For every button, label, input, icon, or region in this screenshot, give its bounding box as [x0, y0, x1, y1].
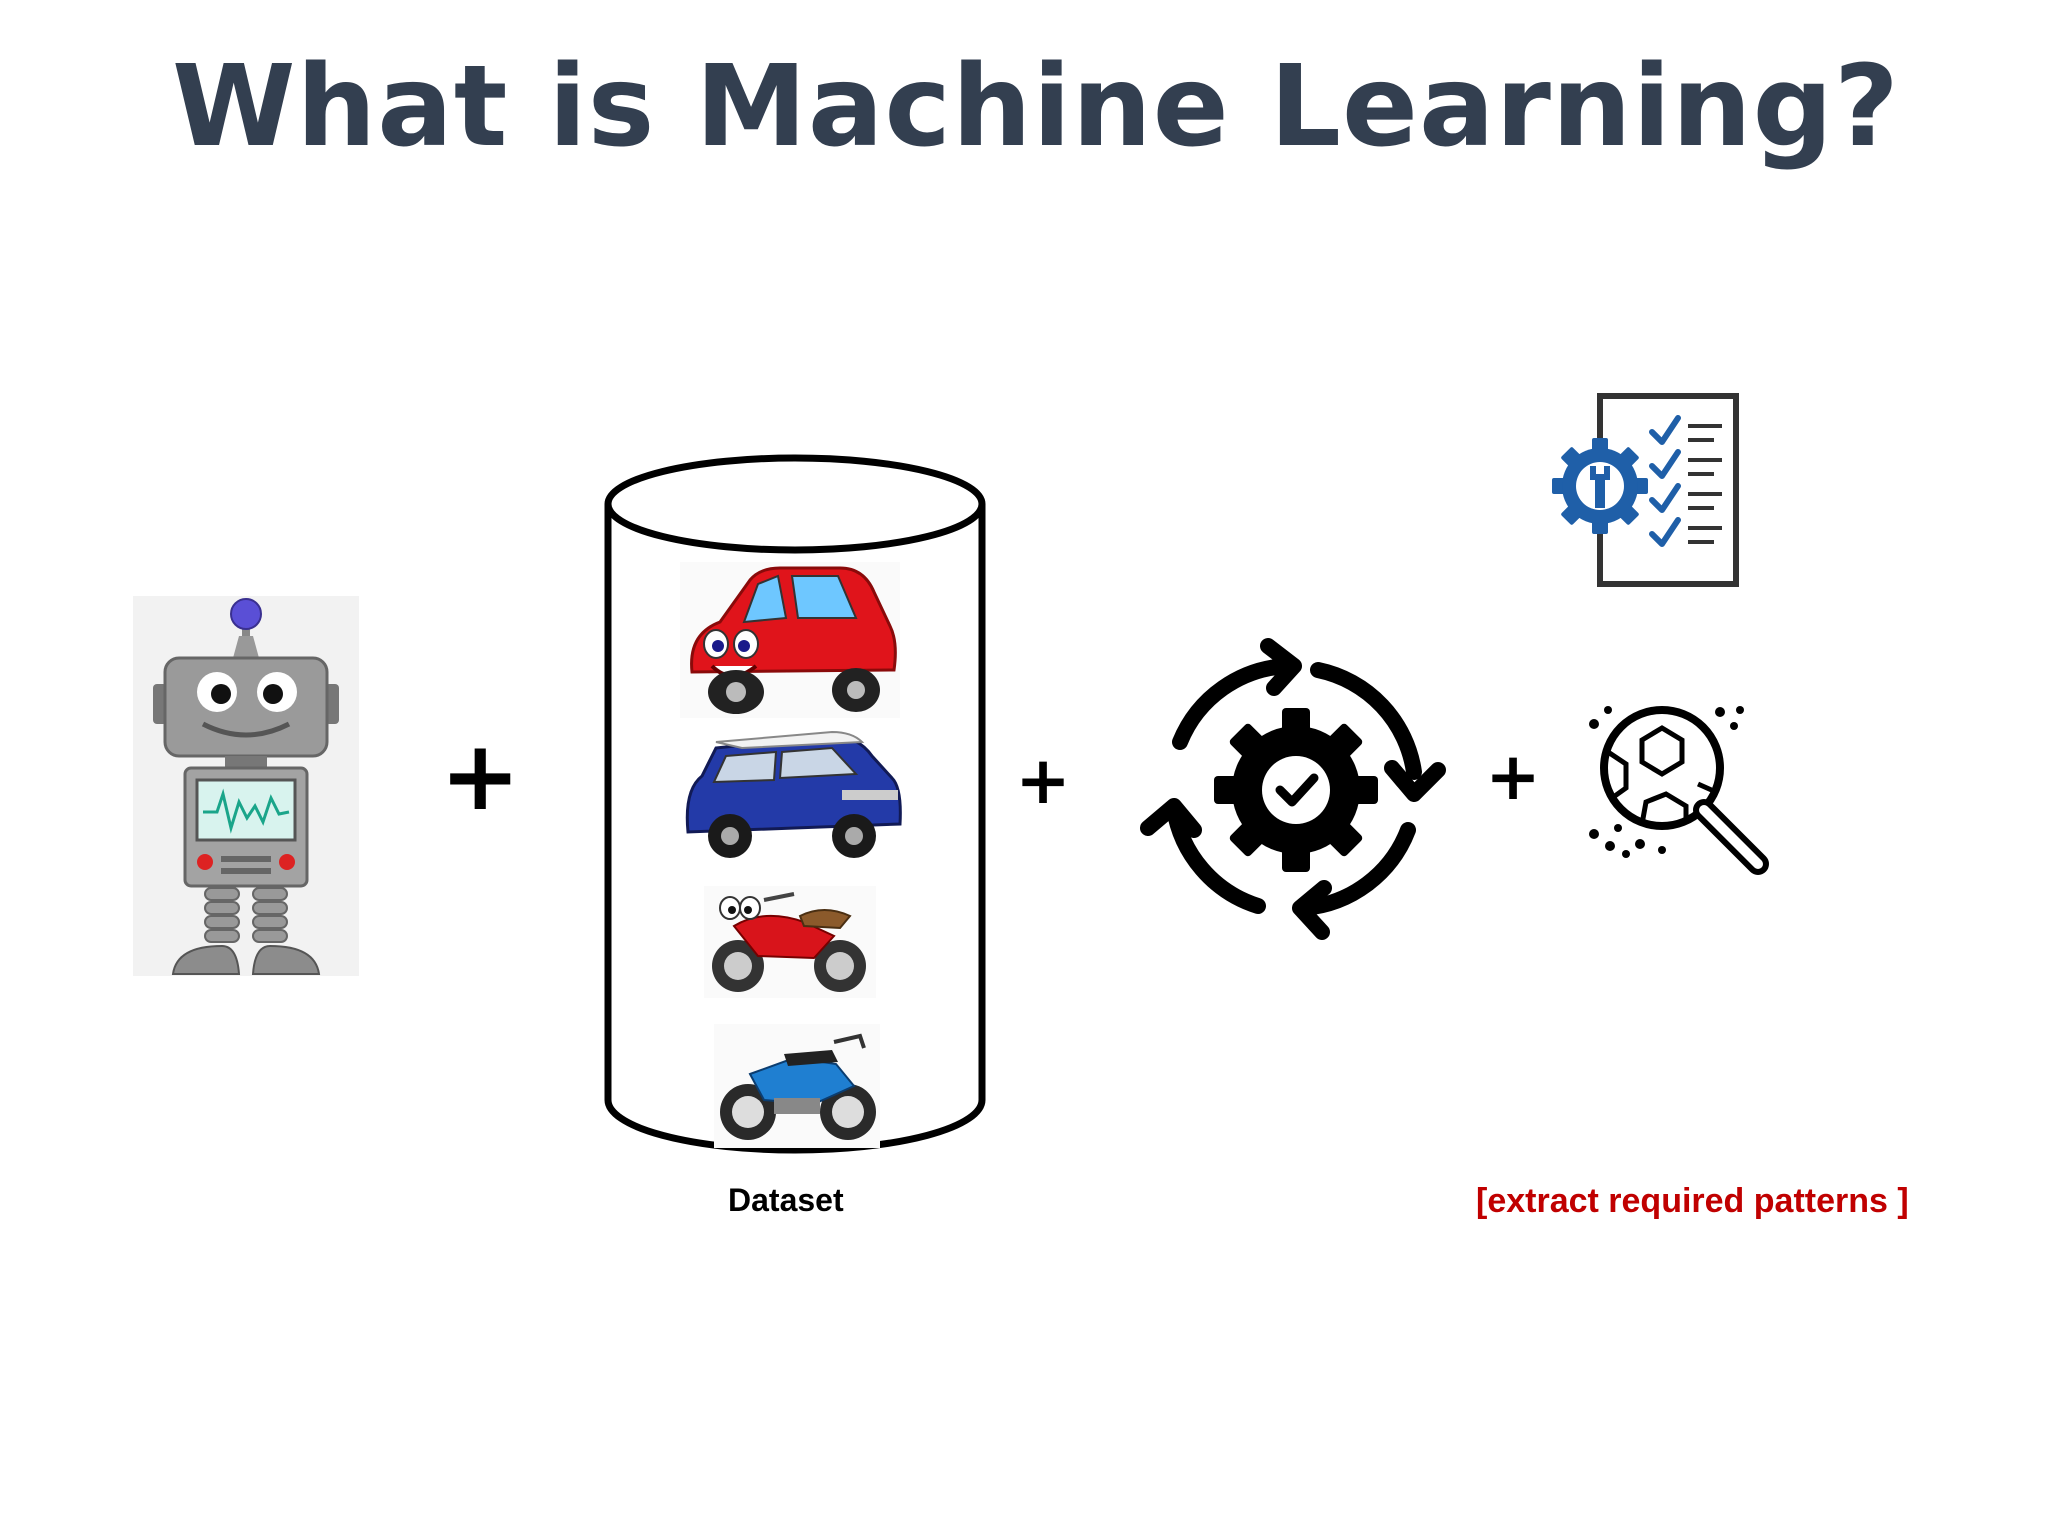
- gear-cycle-checkmark-icon: [1138, 632, 1448, 944]
- magnifier-pattern-search-icon: [1582, 698, 1772, 880]
- plus-sign: +: [1485, 738, 1541, 815]
- red-cartoon-motorcycle-icon: [704, 886, 876, 998]
- blue-motorcycle-icon: [714, 1024, 880, 1148]
- dataset-label: Dataset: [728, 1182, 844, 1218]
- pattern-note: [extract required patterns ]: [1476, 1182, 1909, 1220]
- plus-sign: +: [440, 720, 521, 832]
- robot-icon: [133, 596, 359, 976]
- plus-sign: +: [1015, 742, 1071, 819]
- red-cartoon-car-icon: [680, 562, 900, 718]
- checklist-wrench-gear-icon: [1546, 390, 1740, 588]
- slide-title: What is Machine Learning?: [172, 42, 1900, 172]
- blue-suv-icon: [682, 728, 904, 868]
